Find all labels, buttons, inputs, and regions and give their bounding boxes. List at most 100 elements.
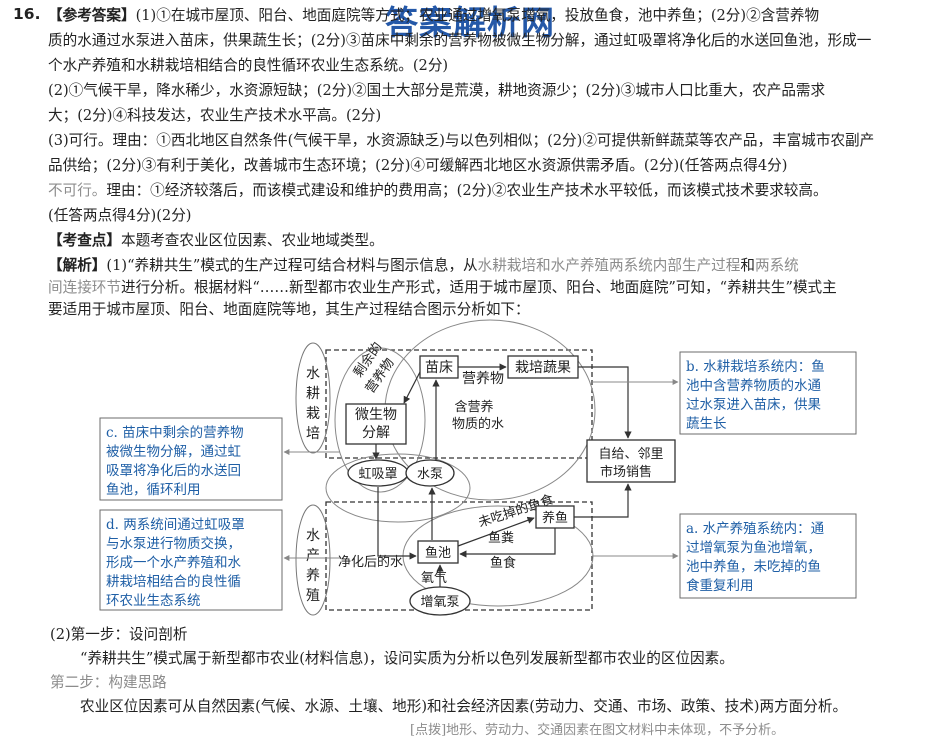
not-feasible-reason: 理由：①经济较落后，而该模式建设和维护的费用高；(2分)②农业生产技术水平较低，… [106, 182, 828, 199]
answer-line-3: 个水产养殖和水耕栽培相结合的良性循环农业生态系统。(2分) [48, 57, 449, 74]
lower-system-label-char-3: 养 [306, 568, 320, 584]
callout-box-a-line-3: 池中养鱼，未吃掉的鱼 [686, 558, 821, 575]
exam-point-line: 【考查点】本题考查农业区位因素、农业地域类型。 [48, 230, 384, 252]
answer-line-6: (3)可行。理由：①西北地区自然条件(气候干旱，水资源缺乏)与以色列相似；(2分… [48, 130, 874, 152]
callout-box-c-line-3: 吸罩将净化后的水送回 [106, 463, 241, 479]
callout-pointers [283, 379, 679, 561]
analysis-text-b: 进行分析。根据材料“……新型都市农业生产形式，适用于城市屋顶、阳台、地面庭院”可… [120, 279, 837, 296]
callout-box-c-line-2: 被微生物分解，通过虹 [106, 444, 241, 460]
callout-box-a-line-1: a. 水产养殖系统内：通 [686, 520, 825, 537]
arrow-vegetables-to-market [578, 366, 632, 439]
upper-system-label-char-2: 耕 [306, 385, 320, 402]
analysis-highlight-3: 间连接环节 [48, 279, 121, 296]
not-feasible-label: 不可行。 [48, 182, 107, 199]
exam-point-tag: 【考查点】 [48, 232, 121, 249]
feasible-label: (3)可行。 [48, 132, 113, 149]
flow-arrows [372, 363, 632, 587]
callout-box-c [99, 417, 283, 501]
answer-line-4: (2)①气候干旱，降水稀少，水资源短缺；(2分)②国土大部分是荒漠，耕地资源少；… [48, 82, 826, 99]
callout-box-b [679, 351, 857, 435]
fish-food-label: 鱼食 [490, 555, 516, 571]
microbe-node-label: 微生物分解 [355, 407, 397, 441]
microbe-node-row-1: 微生物 [355, 407, 397, 423]
feasible-reason: 理由：①西北地区自然条件(气候干旱，水资源缺乏)与以色列相似；(2分)②可提供新… [112, 132, 875, 149]
callout-box-b-line-3: 过水泵进入苗床，供果 [686, 397, 821, 413]
answer-line-8: 不可行。理由：①经济较落后，而该模式建设和维护的费用高；(2分)②农业生产技术水… [48, 180, 828, 202]
raise-fish-label: 养鱼 [542, 510, 568, 526]
lower-system-label: 水产养殖 [306, 528, 320, 604]
market-node [586, 439, 676, 483]
nutrient-water-label-1: 含营养 [454, 399, 493, 415]
pump-label: 水泵 [417, 467, 443, 482]
process-diagram: 水耕栽培 水产养殖 微生物分解 剩余的 营养物 苗床 营养物 栽培蔬果 含营养 … [99, 319, 857, 616]
lower-system-label-char-1: 水 [306, 528, 320, 544]
callout-box-d-line-4: 耕栽培相结合的良性循 [106, 573, 241, 590]
analysis-highlight-1: 水耕栽培和水产养殖两系统内部生产过程 [477, 257, 741, 274]
microbe-node-row-2: 分解 [362, 425, 390, 441]
step1-text: “养耕共生”模式属于新型都市农业(材料信息)，设问实质为分析以色列发展新型都市农… [80, 650, 734, 667]
analysis-highlight-2: 两系统 [754, 257, 799, 274]
answer-tag: 【参考答案】 [48, 7, 136, 24]
arrow-fishpond-to-raisefish [457, 516, 535, 547]
callout-box-d-line-1: d. 两系统间通过虹吸罩 [106, 517, 245, 533]
upper-system-label: 水耕栽培 [306, 366, 320, 442]
callout-box-b-line-2: 池中含营养物质的水通 [686, 378, 821, 394]
link-outline [325, 453, 471, 523]
siphon-label: 虹吸罩 [358, 467, 397, 482]
analysis-tag: 【解析】 [48, 257, 107, 274]
analysis-line-2: 间连接环节进行分析。根据材料“……新型都市农业生产形式，适用于城市屋顶、阳台、地… [48, 277, 837, 299]
nutrient-water-label-2: 物质的水 [452, 416, 504, 432]
question-number: 16. [13, 5, 41, 23]
nutrients-label: 营养物 [462, 371, 504, 387]
watermark: 答案解析网 [385, 0, 555, 44]
answer-line-9: (任答两点得4分)(2分) [48, 207, 192, 224]
answer-line-1: 【参考答案】(1)①在城市屋顶、阳台、地面庭院等方式；农业通过增氧泵增氧，投放鱼… [48, 5, 819, 27]
callout-box-c-line-1: c. 苗床中剩余的营养物 [106, 424, 244, 441]
arrow-raisefish-to-fishpond [459, 528, 556, 558]
callout-box-a-line-4: 食重复利用 [686, 577, 754, 594]
hydroponic-frame [325, 349, 593, 459]
lower-system-label-char-2: 产 [306, 548, 320, 564]
callout-box-c-text: c. 苗床中剩余的营养物被微生物分解，通过虹吸罩将净化后的水送回鱼池，循环利用 [106, 424, 244, 498]
callout-box-d [99, 509, 283, 611]
upper-system-label-char-4: 培 [306, 426, 320, 442]
upper-system-label-char-1: 水 [306, 366, 320, 382]
analysis-text-a: (1)“养耕共生”模式的生产过程可结合材料与图示信息，从 [106, 257, 478, 274]
fish-pond-label: 鱼池 [425, 545, 451, 561]
step2-text: 农业区位因素可从自然因素(气候、水源、土壤、地形)和社会经济因素(劳动力、交通、… [80, 698, 848, 715]
analysis-line-1: 【解析】(1)“养耕共生”模式的生产过程可结合材料与图示信息，从水耕栽培和水产养… [48, 255, 799, 277]
lower-system-outline [295, 504, 331, 616]
step2-heading: 第二步：构建思路 [50, 674, 167, 691]
upper-system-outline [295, 342, 331, 454]
exam-point-text: 本题考查农业区位因素、农业地域类型。 [120, 232, 384, 249]
purified-water-label: 净化后的水 [338, 554, 403, 570]
callout-box-a [679, 513, 857, 599]
callout-box-d-text: d. 两系统间通过虹吸罩与水泵进行物质交换，形成一个水产养殖和水耕栽培相结合的良… [106, 517, 245, 609]
oxygen-label: 氧气 [421, 570, 447, 586]
aerator-label: 增氧泵 [420, 595, 459, 610]
seedbed-label: 苗床 [425, 360, 453, 376]
callout-box-b-line-4: 蔬生长 [686, 416, 727, 432]
upper-system-label-char-3: 栽 [306, 406, 320, 422]
fish-pond-node [417, 540, 459, 564]
vegetables-label: 栽培蔬果 [515, 360, 571, 376]
step1-heading: (2)第一步：设问剖析 [50, 626, 188, 643]
note-text: [点拨]地形、劳动力、交通因素在图文材料中未体现，不予分析。 [410, 723, 785, 738]
callout-box-a-line-2: 过增氧泵为鱼池增氧， [686, 539, 821, 556]
arrow-siphon-to-fishpond [377, 487, 417, 560]
market-label-2: 市场销售 [600, 464, 652, 480]
pump-node [405, 459, 455, 487]
lower-system-label-char-4: 殖 [306, 587, 320, 604]
analysis-line-3: 要适用于城市屋顶、阳台、地面庭院等地，其生产过程结合图示分析如下： [48, 301, 530, 318]
arrow-seedbed-to-microbe [403, 371, 421, 404]
callout-box-d-line-3: 形成一个水产养殖和水 [106, 554, 241, 571]
market-label-1: 自给、邻里 [598, 447, 663, 462]
left-loop-outline [334, 347, 426, 493]
answer-line-2: 质的水通过水泵进入苗床，供果蔬生长；(2分)③苗床中剩余的营养物被微生物分解，通… [48, 32, 872, 49]
fish-waste-label: 鱼粪 [488, 530, 514, 546]
answer-part1: (1)①在城市屋顶、阳台、地面庭院等方式；农业通过增氧泵增氧，投放鱼食，池中养鱼… [135, 7, 820, 24]
callout-box-d-line-5: 环农业生态系统 [106, 593, 201, 609]
analysis-and: 和 [740, 257, 755, 274]
